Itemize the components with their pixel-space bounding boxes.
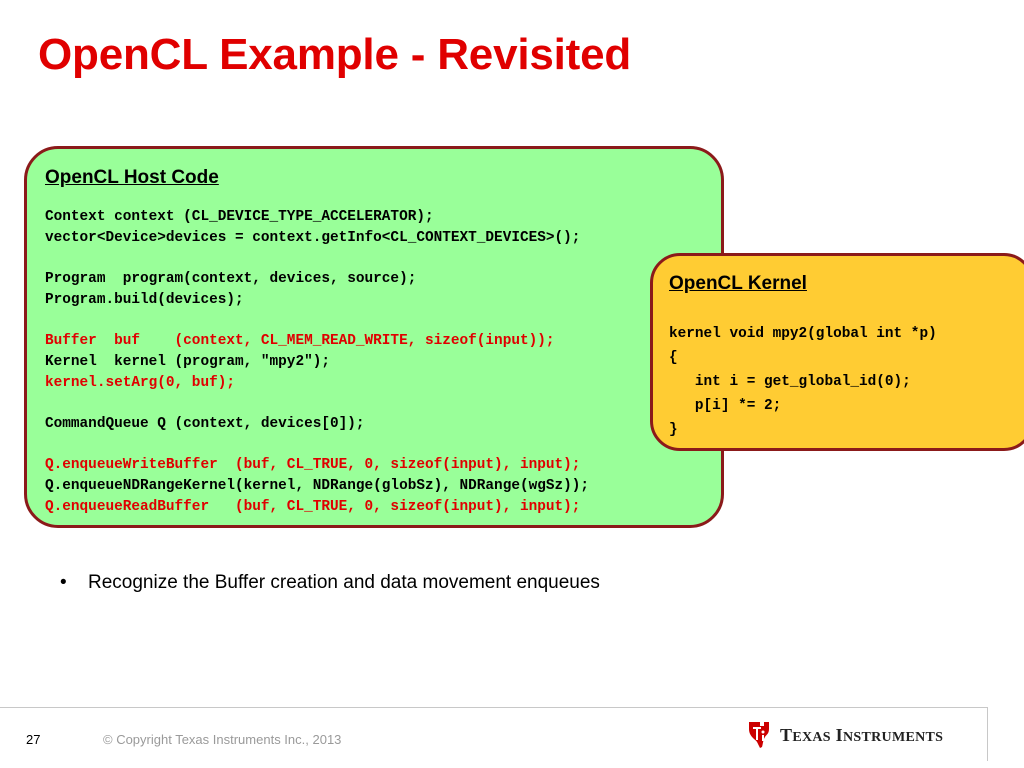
bullet-item: • Recognize the Buffer creation and data …: [60, 572, 600, 594]
kernel-box-line: {: [669, 350, 678, 366]
kernel-box-line: }: [669, 422, 678, 438]
host-box-line: Program program(context, devices, source…: [45, 271, 417, 288]
copyright-notice: © Copyright Texas Instruments Inc., 2013: [103, 732, 342, 747]
host-box-line: Q.enqueueReadBuffer (buf, CL_TRUE, 0, si…: [45, 498, 581, 515]
host-code-heading: OpenCL Host Code: [45, 167, 219, 188]
host-code-block: Context context (CL_DEVICE_TYPE_ACCELERA…: [45, 207, 589, 517]
host-box-line: Q.enqueueWriteBuffer (buf, CL_TRUE, 0, s…: [45, 457, 581, 474]
host-box-line: [45, 435, 589, 456]
ti-logo-text: TEXAS INSTRUMENTS: [780, 724, 944, 745]
host-box-line: Program.build(devices);: [45, 291, 244, 308]
slide-title: OpenCL Example - Revisited: [38, 30, 632, 79]
bullet-icon: •: [60, 572, 67, 593]
kernel-box-line: p[i] *= 2;: [669, 398, 782, 414]
host-box-line: [45, 248, 589, 269]
kernel-code-box: OpenCL Kernel kernel void mpy2(global in…: [650, 253, 1024, 451]
host-box-line: Buffer buf (context, CL_MEM_READ_WRITE, …: [45, 333, 555, 350]
page-number: 27: [26, 732, 41, 747]
texas-instruments-logo: TEXAS INSTRUMENTS: [746, 719, 943, 751]
host-box-line: [45, 310, 589, 331]
footer-divider: [0, 707, 988, 708]
footer-divider-vertical: [987, 707, 988, 761]
kernel-code-heading: OpenCL Kernel: [669, 273, 807, 294]
kernel-box-line: kernel void mpy2(global int *p): [669, 326, 937, 342]
host-box-line: vector<Device>devices = context.getInfo<…: [45, 229, 581, 246]
host-code-box: OpenCL Host Code Context context (CL_DEV…: [24, 146, 724, 528]
host-box-line: CommandQueue Q (context, devices[0]);: [45, 415, 365, 432]
ti-logo-icon: [749, 722, 769, 748]
kernel-code-block: kernel void mpy2(global int *p) { int i =…: [669, 322, 937, 442]
kernel-box-line: int i = get_global_id(0);: [669, 374, 911, 390]
host-box-line: Q.enqueueNDRangeKernel(kernel, NDRange(g…: [45, 477, 590, 494]
host-box-line: Context context (CL_DEVICE_TYPE_ACCELERA…: [45, 209, 434, 225]
host-box-line: kernel.setArg(0, buf);: [45, 374, 235, 391]
bullet-text: Recognize the Buffer creation and data m…: [88, 572, 600, 593]
host-box-line: Kernel kernel (program, "mpy2");: [45, 353, 330, 370]
host-box-line: [45, 393, 589, 414]
